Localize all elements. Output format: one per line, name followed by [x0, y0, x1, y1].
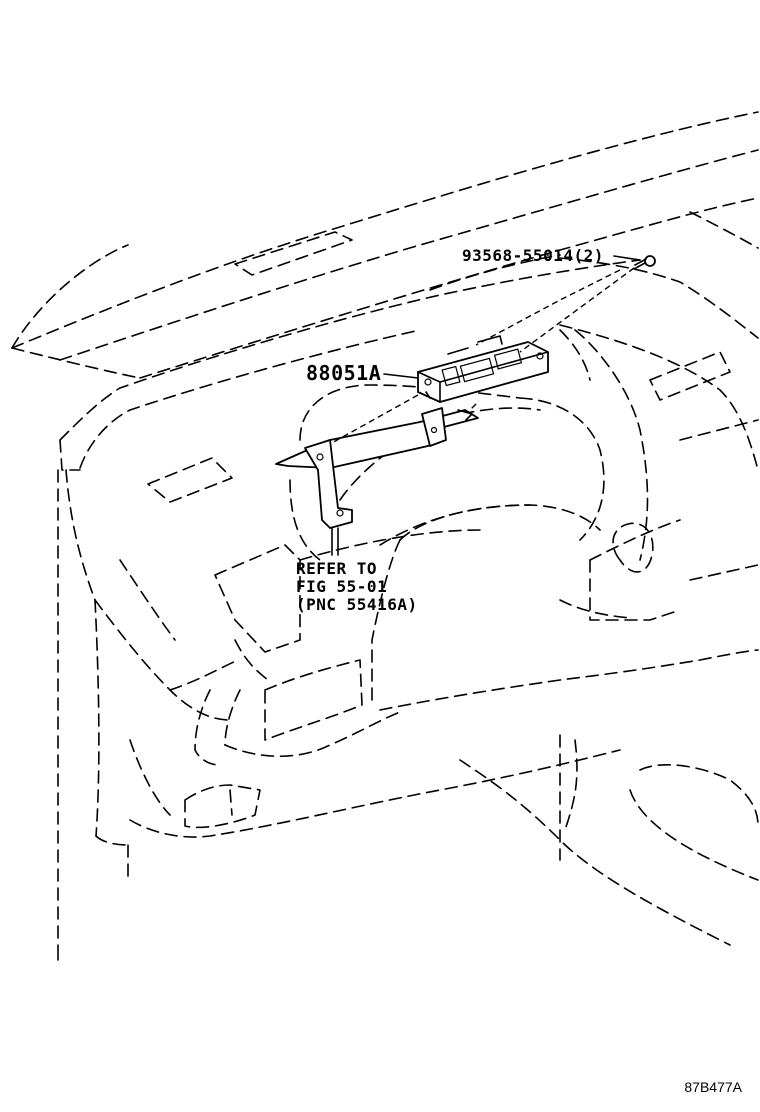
dash-speaker-panel [147, 457, 233, 503]
leader-lines [329, 255, 641, 556]
refer-note-line-3: (PNC 55416A) [296, 595, 418, 614]
refer-note-line-2: FIG 55-01 [296, 577, 388, 596]
bolt-part-number-callout: 93568-55014(2) [462, 246, 604, 265]
bolt-93568-55014-part [633, 255, 656, 270]
passenger-dash [559, 324, 759, 881]
switch-part-number-callout: 88051A [306, 361, 382, 385]
steering-knee-area [94, 559, 731, 946]
lower-panel [214, 504, 759, 741]
refer-to-figure-note: REFER TO FIG 55-01 (PNC 55416A) [296, 560, 418, 614]
dashboard-top [57, 254, 759, 951]
windshield-outline [11, 111, 759, 379]
refer-note-line-1: REFER TO [296, 559, 378, 578]
door-edge [57, 469, 100, 961]
bracket-part [275, 407, 479, 529]
illustration-code: 87B477A [684, 1079, 742, 1095]
switch-88051a-part [417, 335, 549, 403]
defroster-vent [234, 231, 353, 276]
